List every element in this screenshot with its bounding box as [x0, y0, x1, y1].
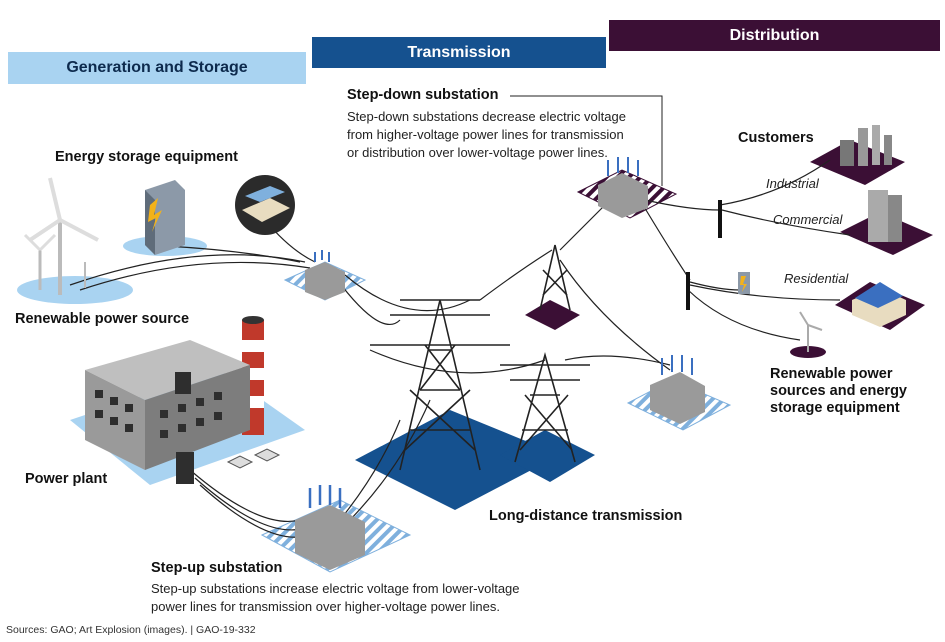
- transmission-tower-icon: [370, 244, 590, 471]
- residential-customer-icon: [852, 282, 906, 327]
- customers-label: Customers: [738, 130, 814, 146]
- source-note: Sources: GAO; Art Explosion (images). | …: [6, 624, 256, 636]
- transmission-ground-2: [500, 430, 595, 482]
- small-wind-turbine-icon: [799, 311, 823, 352]
- energy-storage-icon: [145, 180, 185, 255]
- substation-icon: [295, 157, 705, 570]
- distribution-tower-ground: [525, 300, 580, 330]
- step-up-title: Step-up substation: [151, 560, 283, 576]
- industrial-customer-icon: [840, 125, 892, 166]
- renewable-distribution-line-3: storage equipment: [770, 400, 900, 416]
- step-up-description: Step-up substations increase electric vo…: [151, 581, 520, 614]
- renewable-distribution-line-2: sources and energy: [770, 383, 907, 399]
- industrial-ground: [810, 140, 905, 185]
- utility-pole-icon: [686, 200, 722, 310]
- step-down-description: Step-down substations decrease electric …: [347, 109, 626, 160]
- commercial-label: Commercial: [773, 212, 843, 227]
- residential-label: Residential: [784, 271, 849, 286]
- hydro-storage-icon: [235, 175, 295, 235]
- renewable-power-source-label: Renewable power source: [15, 311, 190, 327]
- step-down-title: Step-down substation: [347, 87, 499, 103]
- industrial-label: Industrial: [766, 176, 819, 191]
- step-down-callout-line: [510, 95, 663, 186]
- transmission-ground-1: [355, 410, 560, 510]
- commercial-customer-icon: [868, 190, 902, 242]
- long-distance-transmission-label: Long-distance transmission: [489, 508, 683, 524]
- power-plant-icon: [85, 316, 281, 484]
- renewable-distribution-line-1: Renewable power: [770, 366, 893, 382]
- transmission-header: Transmission: [312, 37, 606, 68]
- wind-turbine-icon: [23, 177, 99, 295]
- renewable-distribution-label: Renewable power sources and energy stora…: [770, 366, 907, 417]
- renewable-ground-pad: [17, 276, 133, 304]
- battery-icon: [738, 272, 750, 294]
- energy-storage-label: Energy storage equipment: [55, 149, 238, 165]
- power-plant-label: Power plant: [25, 471, 108, 487]
- generation-storage-header: Generation and Storage: [8, 52, 306, 84]
- distribution-header: Distribution: [609, 20, 940, 51]
